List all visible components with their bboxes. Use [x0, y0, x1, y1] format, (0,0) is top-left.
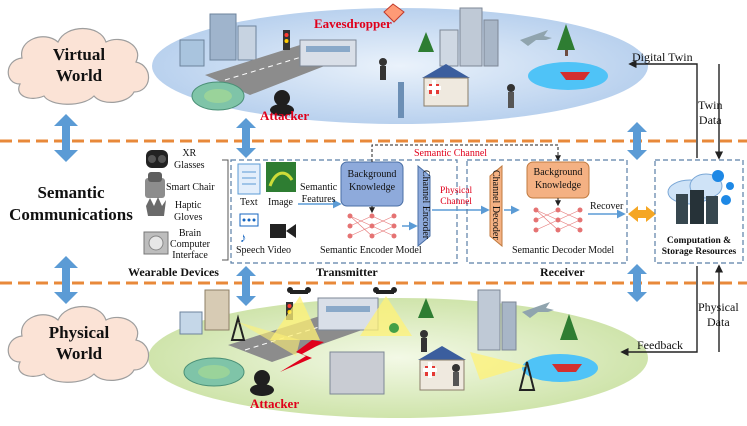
rx-background-knowledge-label: Background Knowledge — [527, 166, 589, 192]
transmitter-title: Transmitter — [316, 265, 378, 279]
physical-attacker-label: Attacker — [250, 396, 300, 411]
channel-decoder-block — [489, 164, 503, 248]
virtual-label-line2: World — [55, 66, 103, 85]
virtual-label-line1: Virtual — [52, 45, 106, 64]
twin-data-line2: Data — [698, 113, 722, 127]
feedback-label: Feedback — [637, 338, 683, 352]
semantic-decoder-model-label: Semantic Decoder Model — [512, 245, 615, 256]
semantic-communications-label: Semantic Communications — [2, 182, 140, 226]
feedback-arrow — [620, 266, 698, 357]
rx-bk-line2: Knowledge — [534, 180, 582, 191]
twin-data-line1: Twin — [698, 98, 723, 112]
semantic-encoder-model-label: Semantic Encoder Model — [320, 245, 422, 256]
semantic-features-label: Semantic Features — [300, 182, 337, 206]
speech-icon: ♪ — [239, 213, 259, 245]
semantic-channel-label: Semantic Channel — [414, 148, 488, 159]
physical-world-cloud — [7, 306, 150, 383]
speech-video-label: Speech Video — [236, 245, 292, 256]
physical-label-line1: Physical — [48, 323, 110, 342]
physical-world-scene — [148, 287, 648, 418]
compute-link-arrow — [628, 206, 656, 222]
image-icon — [266, 162, 296, 192]
video-icon — [270, 224, 296, 238]
semantic-label-line2: Communications — [9, 205, 133, 224]
haptic-line1: Haptic — [174, 200, 202, 211]
channel-encoder-block — [417, 164, 431, 248]
haptic-gloves-label: Haptic Gloves — [174, 200, 202, 224]
bci-line2: Computer — [170, 239, 210, 250]
cloud-server-icon — [667, 170, 734, 224]
physical-label-line2: World — [55, 344, 103, 363]
virtual-world-scene — [152, 3, 648, 124]
text-label: Text — [240, 197, 258, 208]
image-label: Image — [268, 197, 293, 208]
xr-glasses-label: XR Glasses — [174, 148, 205, 172]
compute-label: Computation & Storage Resources — [656, 236, 742, 258]
physical-world-label: Physical World — [35, 322, 123, 364]
twin-data-label: Twin Data — [698, 98, 723, 128]
layer-arrows — [54, 114, 647, 306]
tx-bk-line1: Background — [347, 169, 397, 180]
physical-data-label: Physical Data — [698, 300, 739, 330]
digital-twin-arrow — [628, 59, 698, 158]
wearable-devices-title: Wearable Devices — [128, 265, 219, 279]
physical-data-line1: Physical — [698, 300, 739, 314]
semantic-label-line1: Semantic — [37, 183, 105, 202]
receiver-box — [466, 159, 628, 264]
svg-text:♪: ♪ — [240, 230, 247, 245]
bci-line3: Interface — [172, 250, 208, 261]
receiver-title: Receiver — [540, 265, 585, 279]
physical-channel-label: Physical Channel — [440, 186, 472, 208]
decoder-network-icon — [535, 209, 581, 231]
xr-line2: Glasses — [174, 160, 205, 171]
physical-channel-line2: Channel — [440, 197, 472, 207]
virtual-world-cloud — [7, 28, 150, 105]
physical-channel-line1: Physical — [440, 186, 473, 196]
channel-decoder-label: Channel Decoder — [490, 170, 501, 240]
virtual-world-label: Virtual World — [35, 44, 123, 86]
haptic-line2: Gloves — [174, 212, 203, 223]
features-line2: Features — [301, 194, 336, 205]
text-icon — [237, 163, 261, 195]
channel-encoder-label: Channel Encoder — [420, 170, 431, 240]
xr-line1: XR — [182, 148, 197, 159]
physical-data-line2: Data — [707, 315, 730, 329]
semantic-channel-link — [371, 144, 561, 162]
transmitter-box — [230, 159, 458, 264]
wearable-device-icons — [143, 150, 169, 255]
compute-line2: Storage Resources — [661, 247, 737, 257]
rx-bk-line1: Background — [533, 167, 583, 178]
virtual-eavesdropper-label: Eavesdropper — [314, 16, 392, 31]
encoder-network-icon — [349, 215, 395, 237]
bci-label: Brain Computer Interface — [170, 228, 210, 261]
bci-line1: Brain — [178, 228, 202, 239]
recover-label: Recover — [590, 201, 624, 212]
smart-chair-label: Smart Chair — [166, 182, 215, 193]
tx-bk-line2: Knowledge — [348, 182, 396, 193]
virtual-attacker-label: Attacker — [260, 108, 310, 123]
digital-twin-label: Digital Twin — [632, 50, 693, 64]
tx-background-knowledge-label: Background Knowledge — [341, 168, 403, 194]
features-line1: Semantic — [300, 182, 338, 193]
compute-box — [654, 159, 744, 264]
compute-line1: Computation & — [666, 236, 732, 246]
